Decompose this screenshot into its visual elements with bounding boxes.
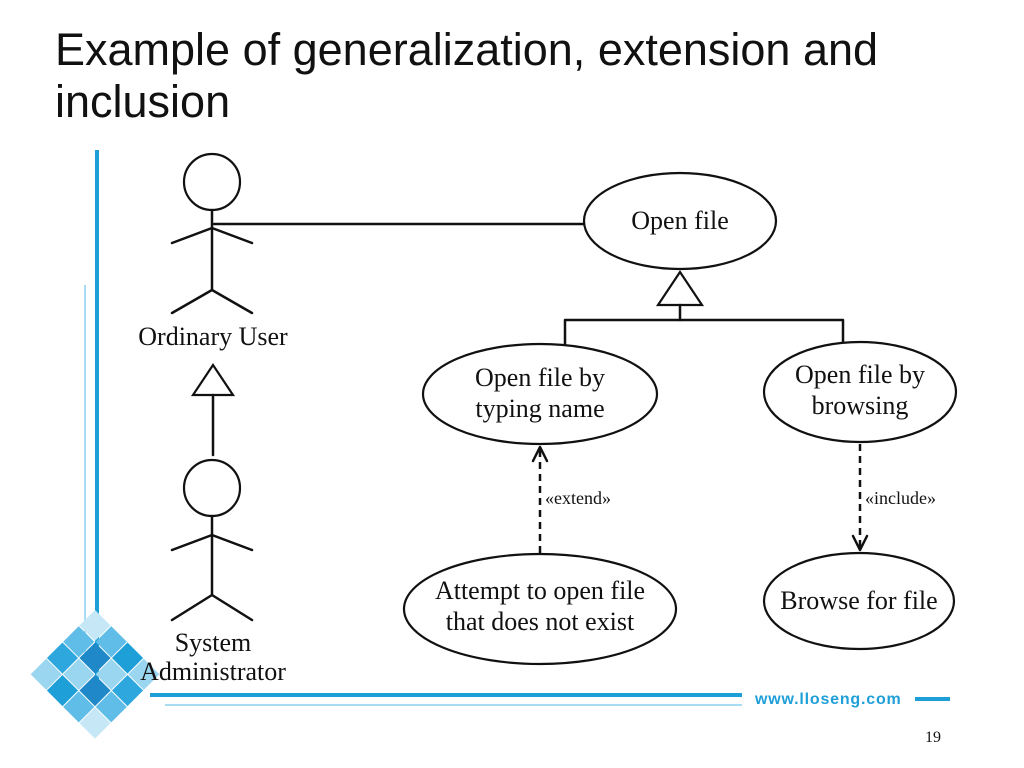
website-label: www.lloseng.com	[754, 691, 902, 708]
use-case-label: Open file	[631, 206, 728, 235]
actor-legs	[170, 593, 254, 622]
actor-ordinary-user: Ordinary User	[138, 152, 288, 351]
actor-label-line-1: System	[175, 628, 252, 657]
use-case-open-file-by-typing-name: Open file by typing name	[421, 342, 659, 446]
use-case-open-file: Open file	[582, 171, 778, 271]
generalization-triangle	[655, 270, 705, 307]
use-case-label-line-1: Open file by	[795, 360, 925, 389]
tile	[111, 642, 144, 674]
use-case-label-line-1: Attempt to open file	[435, 576, 645, 605]
use-case-ellipse	[762, 551, 956, 651]
extend-stereotype: «extend»	[545, 488, 611, 508]
generalization-triangle	[190, 363, 236, 397]
use-case-generalization	[563, 270, 845, 347]
extend-relationship: «extend»	[531, 445, 611, 553]
page-number: 19	[925, 729, 941, 746]
use-case-attempt-to-open-missing-file: Attempt to open file that does not exist	[402, 552, 678, 666]
use-case-label-line-1: Open file by	[475, 363, 605, 392]
blue-tile-pattern-icon	[30, 609, 160, 739]
use-case-label-line-2: browsing	[812, 391, 909, 420]
actor-head	[182, 152, 242, 212]
actor-system-administrator: System Administrator	[140, 458, 286, 686]
use-case-open-file-by-browsing: Open file by browsing	[762, 340, 958, 444]
use-case-browse-for-file: Browse for file	[762, 551, 956, 651]
use-case-label: Browse for file	[780, 586, 937, 615]
actor-head	[182, 458, 242, 518]
use-case-ellipse	[421, 342, 659, 446]
stick-figure-icon	[170, 152, 254, 315]
stick-figure-icon	[170, 458, 254, 622]
tile	[95, 691, 127, 723]
arrow-down-icon	[851, 534, 869, 552]
actor-label-line-2: Administrator	[140, 657, 286, 686]
slide-decoration	[84, 150, 950, 706]
arrow-up-icon	[531, 445, 549, 463]
actor-arms	[170, 533, 254, 552]
actor-legs	[170, 288, 254, 315]
use-case-label-line-2: that does not exist	[446, 607, 635, 636]
actor-arms	[170, 226, 254, 245]
tile	[111, 675, 144, 707]
actor-label: Ordinary User	[138, 322, 288, 351]
tile	[46, 642, 79, 674]
use-case-label-line-2: typing name	[475, 394, 604, 423]
include-relationship: «include»	[851, 444, 936, 552]
slide-title: Example of generalization, extension and…	[55, 24, 879, 127]
use-case-ellipse	[582, 171, 778, 271]
generalization-branch	[563, 318, 845, 347]
tile	[79, 609, 111, 642]
use-case-ellipse	[762, 340, 958, 444]
include-stereotype: «include»	[865, 488, 936, 508]
use-case-ellipse	[402, 552, 678, 666]
actor-generalization	[190, 363, 236, 457]
